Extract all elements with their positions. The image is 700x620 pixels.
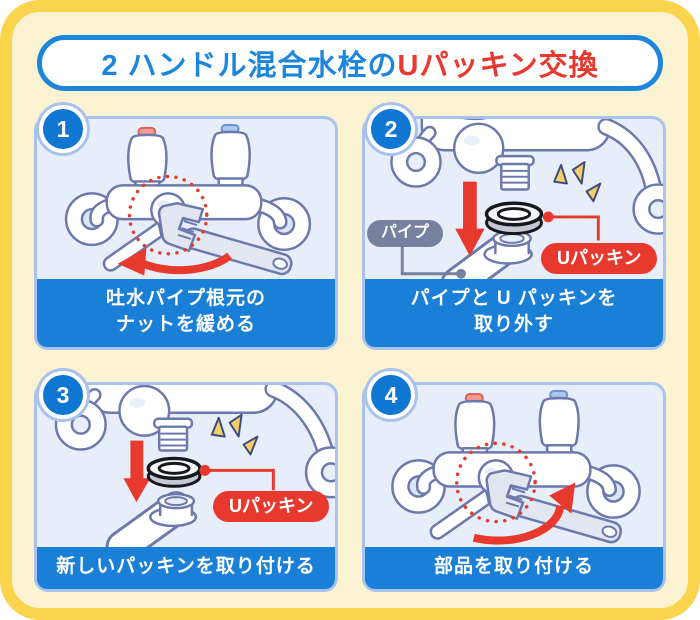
packing-install-illustration: Uパッキン: [37, 385, 335, 547]
dotted-focus-circle-icon: [127, 174, 209, 256]
faucet-tighten-drawing: [391, 390, 641, 545]
wrench-icon: [157, 202, 293, 276]
pipe-label: パイプ: [367, 220, 444, 247]
step-caption: 吐水パイプ根元の ナットを緩める: [37, 278, 335, 347]
caption-line: 取り外す: [473, 313, 554, 335]
step-caption: 新しいパッキンを取り付ける: [37, 546, 335, 589]
pipe-removal-illustration: パイプ Uパッキン: [365, 119, 663, 279]
step-number-badge: 2: [367, 105, 415, 153]
caption-line: 新しいパッキンを取り付ける: [56, 555, 316, 577]
down-arrow-icon: [455, 181, 485, 257]
step-number: 3: [56, 381, 70, 408]
caption-line: 部品を取り付ける: [433, 555, 594, 577]
u-packing-label: Uパッキン: [213, 491, 330, 522]
faucet-wrench-illustration: [365, 385, 663, 547]
step-number: 2: [384, 115, 398, 142]
step-panel-3: 3: [34, 371, 338, 592]
packing-callout-line: [542, 211, 600, 241]
step-caption: 部品を取り付ける: [365, 546, 663, 589]
packing-install-drawing: [54, 385, 335, 547]
steps-grid: 1: [34, 105, 666, 592]
pipe-callout-line: [400, 244, 466, 279]
sparkle-icon: [210, 413, 259, 456]
caption-line: 吐水パイプ根元の: [105, 287, 266, 309]
packing-callout-line: [199, 464, 275, 491]
step-caption: パイプと U パッキンを 取り外す: [365, 278, 663, 347]
tighten-arrow-icon: [472, 482, 576, 545]
dotted-focus-circle-icon: [454, 441, 537, 524]
u-packing-ring-icon: [484, 201, 544, 236]
title-text: 2 ハンドル混合水栓の: [101, 50, 398, 82]
step-number-badge: 3: [39, 371, 87, 419]
step-panel-2: 2: [362, 105, 666, 350]
title-highlight: Uパッキン交換: [397, 50, 599, 82]
step-number-badge: 4: [367, 371, 415, 419]
step-number-badge: 1: [39, 105, 87, 153]
step-number: 4: [384, 381, 398, 408]
pipe-removal-drawing: [390, 119, 663, 279]
caption-line: ナットを緩める: [115, 313, 256, 335]
down-arrow-icon: [123, 440, 151, 503]
step-panel-1: 1: [34, 105, 338, 350]
u-packing-label: Uパッキン: [541, 243, 658, 274]
sparkle-icon: [553, 161, 602, 203]
step-number: 1: [56, 115, 70, 142]
faucet-loosen-drawing: [64, 123, 312, 276]
step-panel-4: 4: [362, 371, 666, 592]
caption-line: パイプと U パッキンを: [410, 287, 618, 309]
faucet-wrench-illustration: [37, 119, 335, 279]
loosen-arrow-icon: [117, 247, 233, 276]
u-packing-ring-icon: [146, 456, 202, 488]
